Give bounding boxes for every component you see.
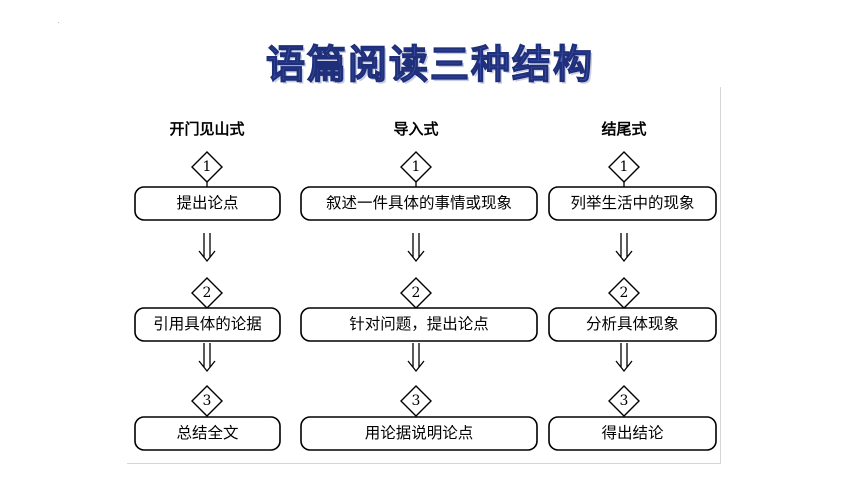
double-arrow-down-icon xyxy=(198,233,216,263)
double-arrow-down-icon xyxy=(198,343,216,373)
step-text: 叙述一件具体的事情或现象 xyxy=(325,194,512,212)
step-text: 得出结论 xyxy=(601,424,664,442)
step-box xyxy=(548,416,717,451)
step-number: 3 xyxy=(411,393,421,409)
step-diamond xyxy=(191,385,223,417)
step-box xyxy=(300,186,538,221)
step-box xyxy=(300,307,538,342)
step-diamond xyxy=(608,385,640,417)
step-box xyxy=(548,186,717,221)
step-box xyxy=(300,416,538,451)
step-diamond xyxy=(191,151,223,183)
flowchart-canvas xyxy=(134,151,717,451)
step-number: 1 xyxy=(619,159,629,175)
step-number: 3 xyxy=(202,393,212,409)
step-diamond xyxy=(400,151,432,183)
column-heading-1: 开门见山式 xyxy=(169,120,245,138)
step-text: 针对问题，提出论点 xyxy=(349,315,489,333)
step-text: 用论据说明论点 xyxy=(364,424,474,442)
diagram-panel: 开门见山式 1 提出论点 2 引用具体的论据 3 总结全文 导入式 1 叙述一件具体的事情或现象 2… xyxy=(127,87,721,464)
step-text: 提出论点 xyxy=(176,194,239,212)
double-arrow-down-icon xyxy=(615,343,633,373)
stray-dot xyxy=(58,22,59,23)
step-box xyxy=(134,416,281,451)
step-box xyxy=(134,307,281,342)
step-text: 列举生活中的现象 xyxy=(570,194,695,212)
step-text: 分析具体现象 xyxy=(585,315,679,333)
step-text: 引用具体的论据 xyxy=(153,315,262,333)
step-box xyxy=(134,186,281,221)
column-heading-2: 导入式 xyxy=(393,120,439,138)
step-number: 1 xyxy=(411,159,421,175)
column-heading-3: 结尾式 xyxy=(601,120,647,138)
step-number: 2 xyxy=(619,285,629,301)
step-text: 总结全文 xyxy=(176,424,239,442)
double-arrow-down-icon xyxy=(407,233,425,263)
step-number: 2 xyxy=(202,285,212,301)
page-title: 语篇阅读三种结构 xyxy=(265,42,594,88)
step-diamond xyxy=(400,385,432,417)
step-number: 1 xyxy=(202,159,212,175)
step-box xyxy=(548,307,717,342)
step-number: 3 xyxy=(619,393,629,409)
double-arrow-down-icon xyxy=(615,233,633,263)
double-arrow-down-icon xyxy=(407,343,425,373)
step-diamond xyxy=(608,151,640,183)
step-number: 2 xyxy=(411,285,421,301)
